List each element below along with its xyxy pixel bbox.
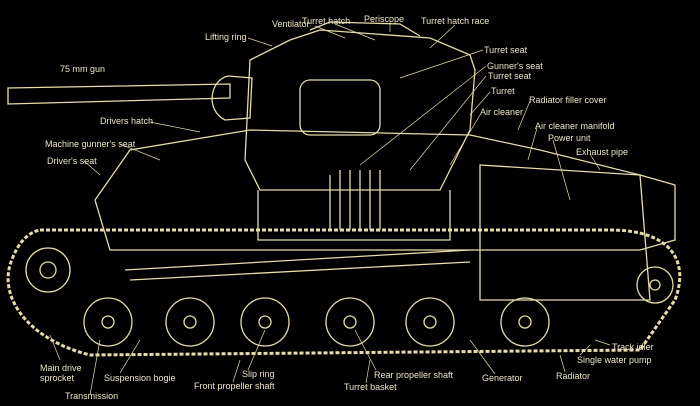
label-ventilator: Ventilator [272, 19, 310, 29]
propeller-shaft [124, 249, 471, 271]
label-main-drive-sprocket-line2: sprocket [40, 373, 75, 383]
label-exhaust-pipe: Exhaust pipe [576, 147, 629, 157]
road-wheels [83, 297, 550, 347]
turret-outline [244, 29, 476, 191]
label-turret-hatch-race: Turret hatch race [421, 16, 490, 26]
leader-lines [49, 20, 611, 396]
label-periscope: Periscope [364, 14, 405, 24]
label-slip-ring: Slip ring [242, 369, 275, 379]
label-power-unit: Power unit [548, 133, 591, 143]
track-idler [636, 266, 674, 304]
turret-seat [299, 79, 381, 136]
label-suspension-bogie: Suspension bogie [104, 373, 176, 383]
label-drivers-hatch: Drivers hatch [100, 116, 154, 126]
label-main-drive-sprocket: Main drive [40, 363, 82, 373]
label-machine-gunners-seat: Machine gunner's seat [45, 139, 136, 149]
label-turret-basket: Turret basket [344, 382, 397, 392]
turret-basket [257, 190, 451, 241]
label-turret-hatch: Turret hatch [302, 16, 351, 26]
label-turret-seat: Turret seat [484, 45, 528, 55]
turret-hatch [309, 21, 421, 37]
label-transmission: Transmission [65, 391, 119, 401]
label-rear-propeller-shaft: Rear propeller shaft [374, 370, 454, 380]
label-drivers-seat: Driver's seat [47, 156, 97, 166]
ammunition-rack [329, 170, 381, 230]
label-air-cleaner-manifold: Air cleaner manifold [535, 121, 615, 131]
engine-compartment [479, 164, 651, 301]
drive-sprocket [25, 247, 71, 293]
label-radiator-filler-cover: Radiator filler cover [529, 95, 607, 105]
track [6, 228, 682, 357]
label-gunners-seat: Gunner's seat [487, 61, 543, 71]
label-air-cleaner: Air cleaner [480, 107, 524, 117]
gun-barrel [7, 83, 231, 105]
label-single-water-pump: Single water pump [577, 355, 652, 365]
label-turret: Turret [491, 86, 515, 96]
label-lifting-ring: Lifting ring [205, 32, 247, 42]
label-generator: Generator [482, 373, 523, 383]
label-turret-seat-2: Turret seat [488, 71, 532, 81]
label-front-propeller-shaft: Front propeller shaft [194, 381, 275, 391]
label-75mm-gun: 75 mm gun [60, 64, 106, 74]
label-track-idler: Track idler [612, 342, 654, 352]
label-radiator: Radiator [556, 371, 591, 381]
gun-mantlet [211, 75, 253, 121]
